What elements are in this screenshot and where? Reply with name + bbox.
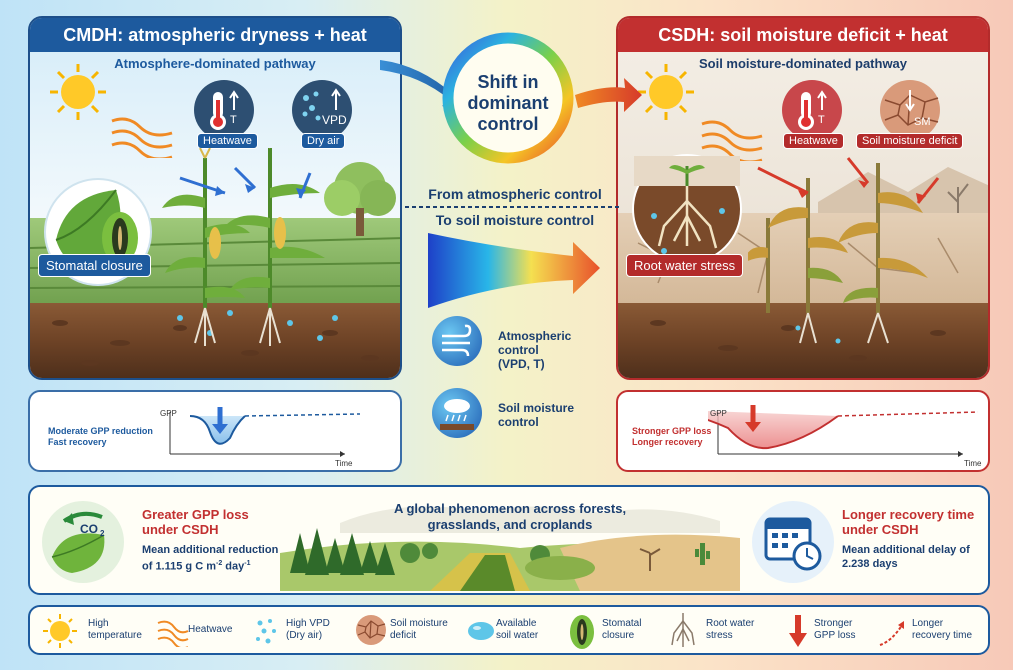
heatwave-label: Heatwave [197,133,258,149]
soil-pathway-label: Soil moisture-dominated pathway [698,56,908,71]
atmosphere-pathway-label: Atmosphere-dominated pathway [114,56,316,71]
time-axis-label: Time [964,459,982,468]
dry-air-label: Dry air [301,133,346,149]
root-icon [632,154,742,264]
co2-subscript: 2 [100,529,105,538]
cmdh-title: CMDH: atmospheric dryness + heat [30,18,400,52]
csdh-panel: CSDH: soil moisture deficit + heat Soil … [616,16,990,380]
red-down-arrow-icon [789,615,807,647]
legend-heatwave: Heatwave [188,624,233,635]
stomatal-closure-label: Stomatal closure [38,254,151,277]
sun-icon [43,614,77,648]
heatwave-icon [701,120,763,161]
sm-letter: SM [914,116,931,128]
t-letter: T [818,114,825,126]
legend-high-vpd: High VPD(Dry air) [286,618,330,641]
left-gpp-curve: GPP Time [160,407,361,468]
gpp-axis-label: GPP [710,409,727,418]
sun-icon [50,64,106,120]
heatwave-icon [157,620,189,647]
soil-moisture-rain-icon [432,388,482,438]
tree-icon [324,162,396,236]
co2-leaf-icon: CO 2 [42,501,124,583]
vpd-letter: VPD [322,113,347,127]
flow-arrows [380,60,642,112]
global-landscape [280,506,740,591]
shift-control-ring [442,32,574,164]
csdh-title: CSDH: soil moisture deficit + heat [618,18,988,52]
water-drop-icon [468,622,494,640]
dotted-divider [405,206,620,208]
heatwave-label: Heatwave [783,133,844,149]
calendar-clock-icon [752,501,834,583]
wind-icon [432,316,482,366]
to-soil-text: To soil moisture control [435,212,595,228]
vpd-droplets-icon [256,619,276,644]
cmdh-panel: CMDH: atmospheric dryness + heat Atmosph… [28,16,402,380]
sun-icon [638,64,694,120]
soil-layer [30,303,400,378]
dashed-arrow-icon [879,621,904,646]
root-water-stress-label: Root water stress [626,254,744,277]
control-shift-arrow [428,233,600,308]
global-phenomenon-text: A global phenomenon across forests,grass… [393,501,627,532]
cracked-soil-icon [356,615,386,645]
thermometer-icon: T [782,80,842,140]
soil-layer [618,303,988,378]
soil-moisture-deficit-label: Soil moisture deficit [856,133,964,149]
root-icon [671,613,695,647]
heatwave-icon [111,117,173,158]
from-atmospheric-text: From atmospheric control [428,186,602,202]
gpp-axis-label: GPP [160,409,177,418]
time-axis-label: Time [335,459,353,468]
stomata-icon [570,615,594,649]
thermometer-icon: T [194,80,254,140]
right-gpp-curve: GPP Time [708,405,982,468]
gpp-loss-body: Mean additional reduction of 1.115 g C m… [142,544,279,573]
corn-plants [162,148,325,346]
cracked-soil-icon: SM [880,80,940,140]
t-letter: T [230,114,237,126]
dry-air-icon: VPD [292,80,352,140]
co2-label: CO [80,522,98,536]
shift-text: Shift in dominant control [467,72,549,134]
withered-corn-plants [748,157,940,344]
